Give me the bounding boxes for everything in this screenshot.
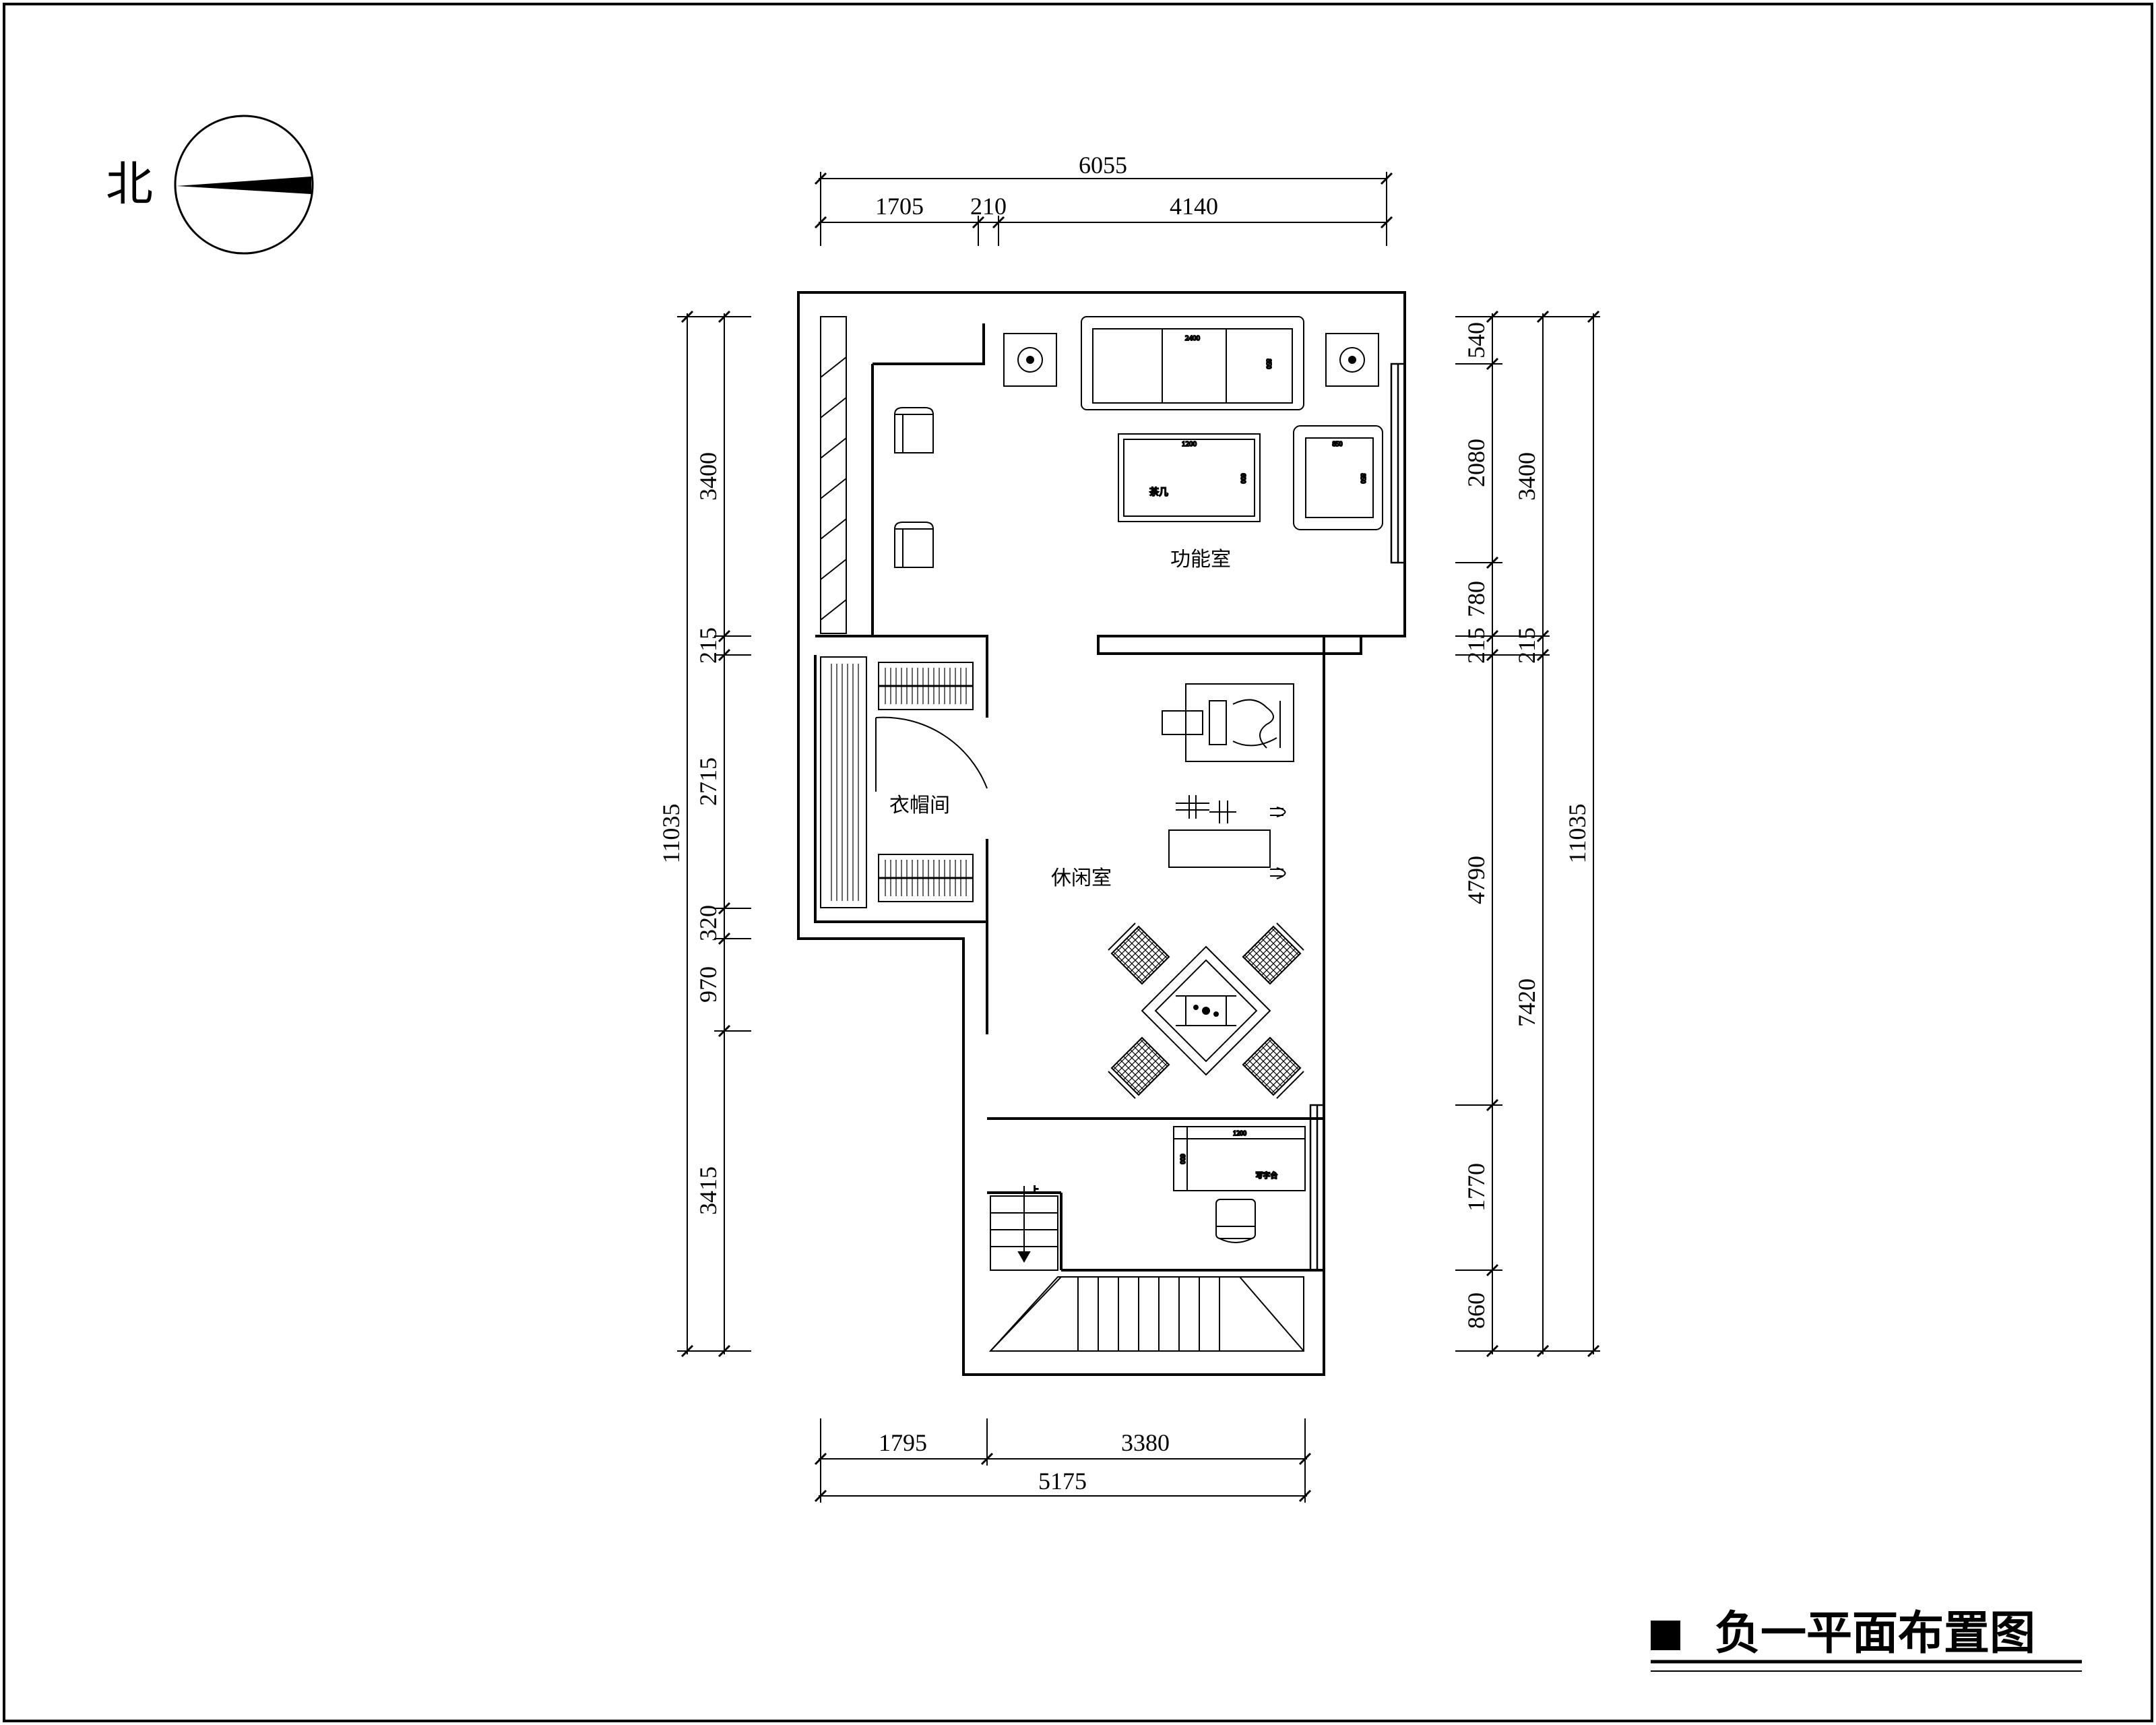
coffee-table-width: 600 <box>1239 474 1246 484</box>
dim-top-1: 1705 <box>875 193 924 220</box>
staircase: 上 <box>988 1185 1304 1352</box>
card-table-set <box>1108 922 1304 1099</box>
dim-left-5: 970 <box>695 966 722 1003</box>
windows <box>1309 363 1406 1272</box>
card-chair-ne <box>1242 922 1304 985</box>
dim-left-3: 2715 <box>695 757 722 806</box>
card-chair-nw <box>1108 922 1170 985</box>
north-label: 北 <box>106 159 153 211</box>
cloakroom-wardrobe <box>820 656 974 908</box>
dimension-texts: 6055 1705 210 4140 1795 3380 5175 11035 … <box>658 152 1591 1495</box>
chair-west-2 <box>894 522 934 568</box>
exercise-machine <box>1162 683 1294 762</box>
sofa-dimension: 2400 <box>1185 334 1201 342</box>
dim-right-outer: 11035 <box>1564 804 1591 864</box>
dim-right-3: 780 <box>1463 581 1490 617</box>
dimension-lines <box>677 172 1600 1503</box>
side-table-left <box>1003 333 1057 387</box>
title-label: 负一平面布置图 <box>1715 1607 2035 1660</box>
room-label-cloakroom: 衣帽间 <box>889 794 950 817</box>
dim-right-b3: 7420 <box>1513 978 1540 1027</box>
coffee-table-name: 茶几 <box>1149 487 1168 498</box>
dim-left-4: 320 <box>695 905 722 941</box>
armchair-east: 850 850 <box>1293 425 1383 530</box>
room-label-leisure: 休闲室 <box>1051 867 1112 889</box>
dim-top-total: 6055 <box>1079 152 1127 179</box>
chair-west-1 <box>894 407 934 453</box>
dim-right-4: 215 <box>1463 627 1490 664</box>
dim-right-5: 4790 <box>1463 856 1490 904</box>
side-table-right <box>1325 333 1379 387</box>
armchair-depth: 850 <box>1333 441 1343 448</box>
dim-left-2: 215 <box>695 627 722 664</box>
writing-desk: 1200 600 写字台 <box>1173 1126 1306 1191</box>
desk-length: 1200 <box>1233 1130 1246 1137</box>
compass-needle <box>177 177 311 194</box>
coffee-table: 1200 茶几 600 <box>1118 433 1261 522</box>
dim-right-2: 2080 <box>1463 439 1490 487</box>
sheet-border <box>3 3 2153 1722</box>
coffee-table-length: 1200 <box>1182 440 1197 448</box>
walls <box>797 291 1406 1376</box>
bench-press <box>1168 795 1286 879</box>
armchair-width: 850 <box>1359 474 1366 484</box>
desk-name: 写字台 <box>1256 1170 1278 1180</box>
desk-chair <box>1215 1199 1256 1243</box>
dim-right-1: 540 <box>1463 322 1490 358</box>
card-chair-sw <box>1108 1036 1170 1099</box>
stair-marker: 上 <box>1031 1185 1039 1195</box>
card-table <box>1141 945 1271 1076</box>
card-chair-se <box>1242 1036 1304 1099</box>
dim-right-b2: 215 <box>1513 627 1540 664</box>
dim-right-6: 1770 <box>1463 1163 1490 1212</box>
dim-bottom-1: 1795 <box>879 1429 927 1456</box>
dim-left-1: 3400 <box>695 452 722 501</box>
room-label-function: 功能室 <box>1170 548 1231 571</box>
dim-top-2: 210 <box>970 193 1007 220</box>
dim-left-6: 3415 <box>695 1166 722 1215</box>
shelving-west <box>820 316 847 634</box>
dim-right-b1: 3400 <box>1513 452 1540 501</box>
dim-right-7: 860 <box>1463 1292 1490 1329</box>
sofa-side-dimension: 850 <box>1265 359 1272 369</box>
dim-bottom-2: 3380 <box>1121 1429 1170 1456</box>
sofa: 2400 850 <box>1081 316 1304 410</box>
north-compass: 北 <box>106 115 314 255</box>
compass-circle <box>174 115 314 255</box>
title-square <box>1651 1621 1680 1650</box>
desk-depth: 600 <box>1178 1154 1186 1164</box>
drawing-title: 负一平面布置图 <box>1651 1607 2082 1672</box>
dim-top-3: 4140 <box>1170 193 1218 220</box>
dim-left-outer: 11035 <box>658 804 685 864</box>
dimension-ticks <box>680 172 1600 1503</box>
dim-bottom-total: 5175 <box>1038 1468 1087 1495</box>
cloakroom-door <box>875 716 988 792</box>
